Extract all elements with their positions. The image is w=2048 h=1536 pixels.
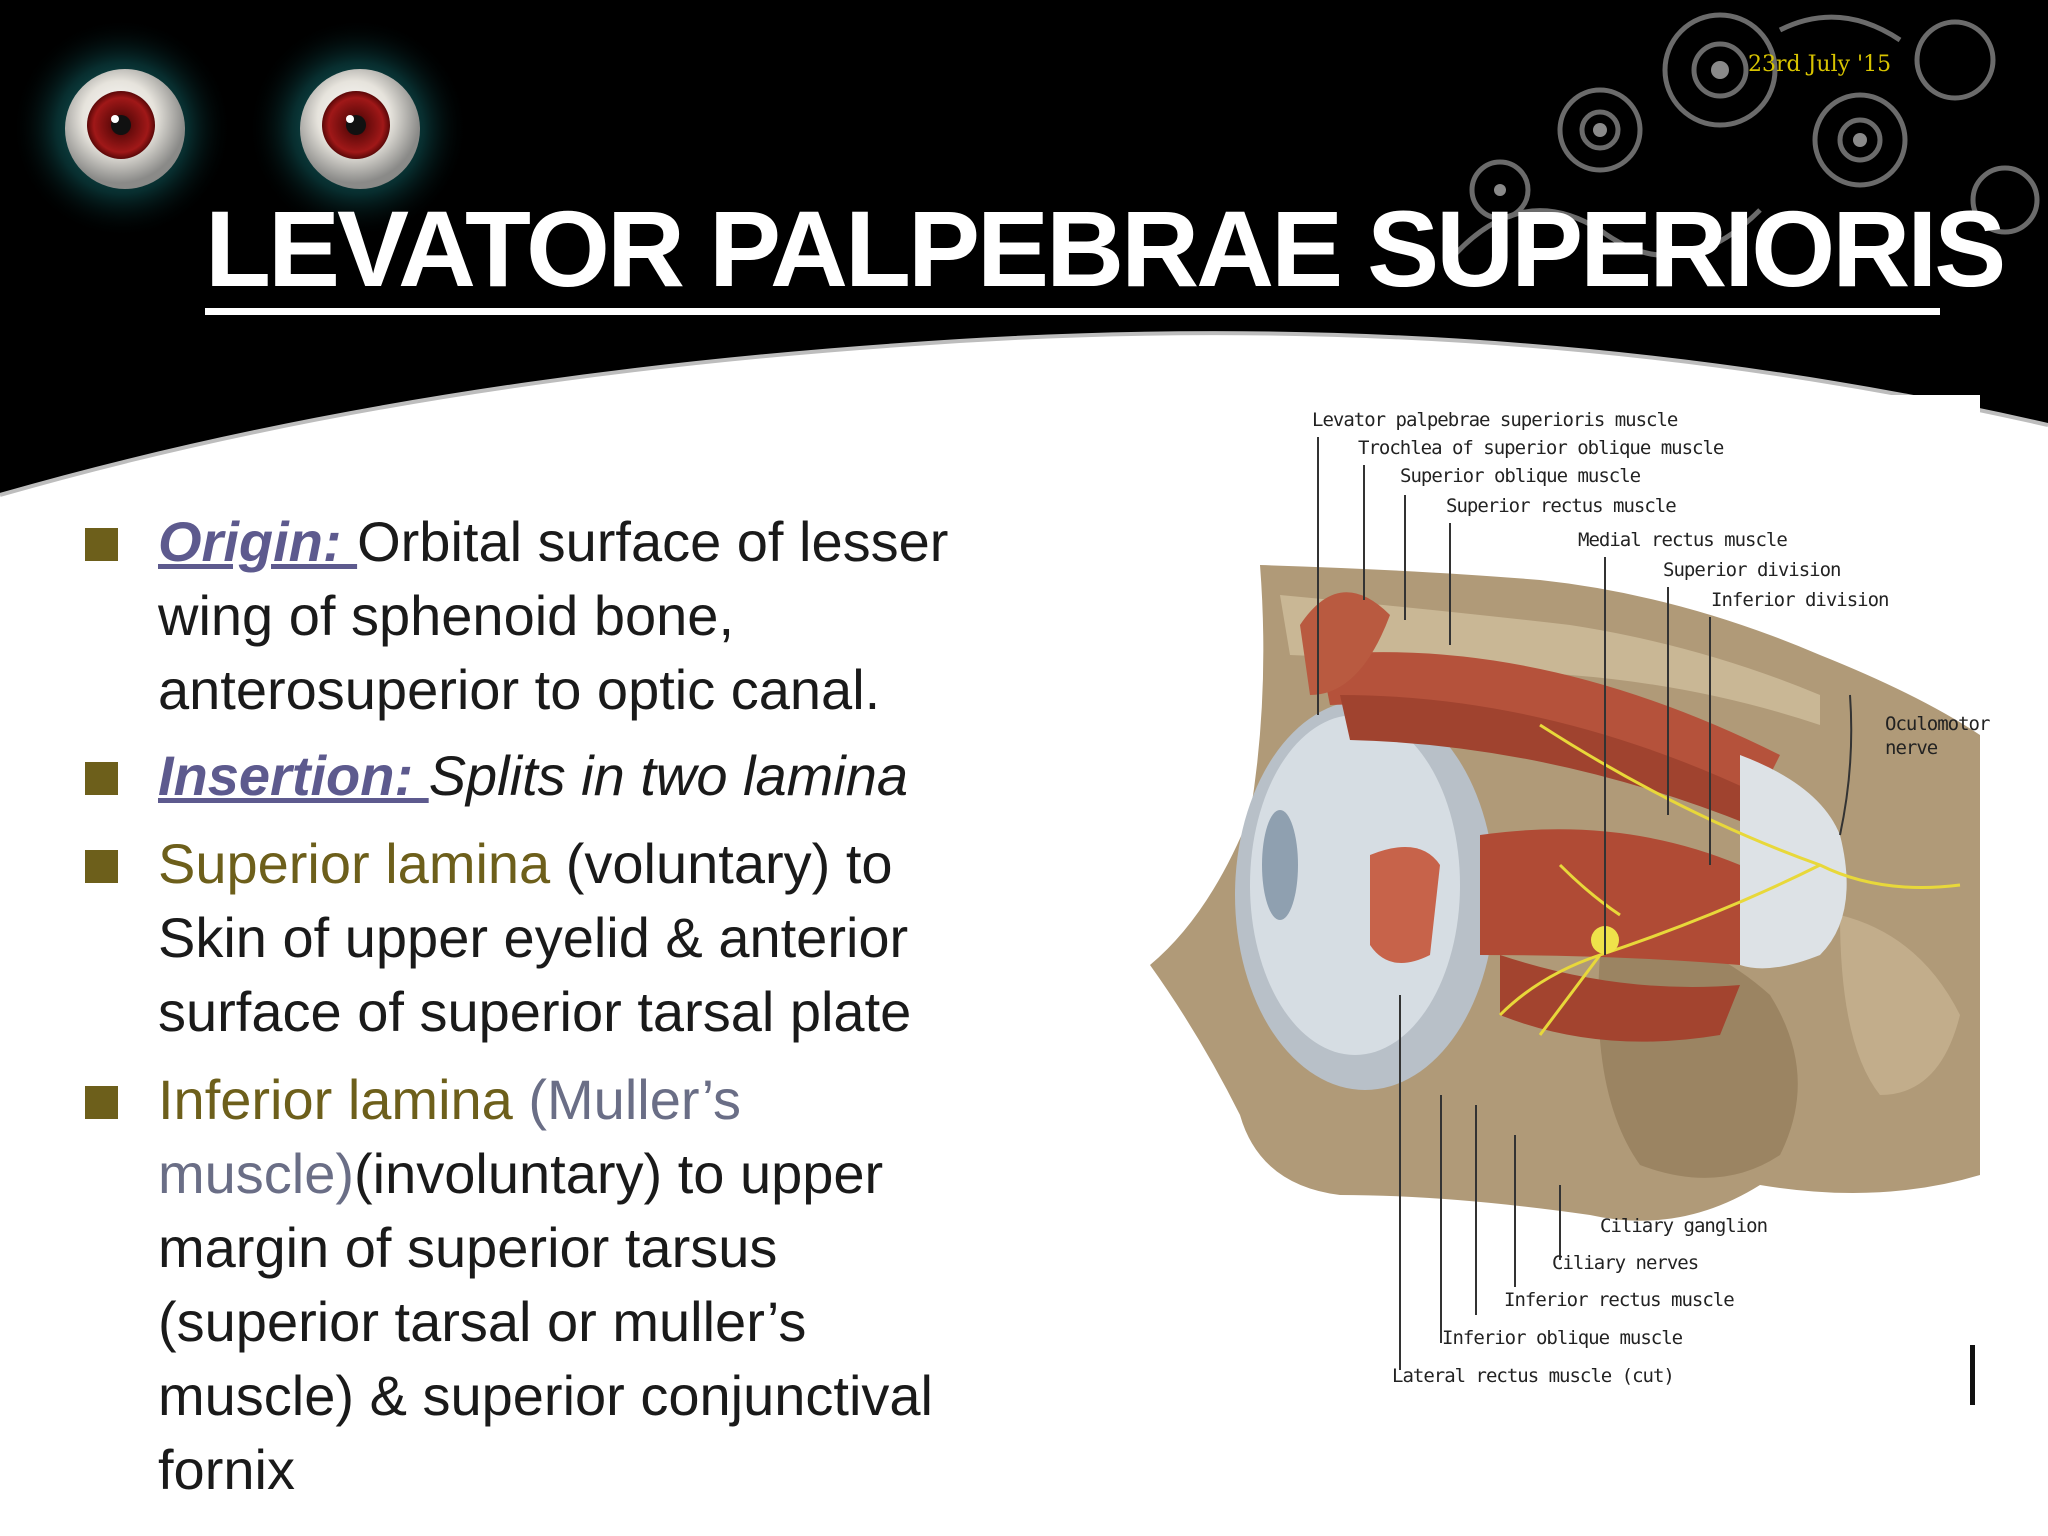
bullet-list: Origin: Orbital surface of lesser wing o…	[80, 505, 1120, 1507]
orbit-illustration	[1150, 437, 1980, 1370]
insertion-label: Insertion:	[158, 744, 429, 807]
bullet-square-icon	[85, 850, 118, 883]
label-inferior-rectus: Inferior rectus muscle	[1504, 1289, 1735, 1311]
bullet-inferior-lamina: Inferior lamina (Muller’s muscle)(involu…	[80, 1063, 1120, 1507]
inferior-lamina-line: muscle) & superior conjunctival	[158, 1364, 933, 1427]
insertion-text: Splits in two lamina	[428, 744, 908, 807]
label-superior-division: Superior division	[1663, 559, 1841, 581]
inferior-lamina-lead: Inferior lamina	[158, 1068, 529, 1131]
eyeball-icon-left	[65, 69, 185, 189]
superior-lamina-line: Skin of upper eyelid & anterior	[158, 906, 909, 969]
origin-line: Orbital surface of lesser	[357, 510, 949, 573]
inferior-lamina-rest: (involuntary) to upper	[354, 1142, 884, 1205]
superior-lamina-line: surface of superior tarsal plate	[158, 980, 912, 1043]
inferior-lamina-line: margin of superior tarsus	[158, 1216, 778, 1279]
eyeball-icon-right	[300, 69, 420, 189]
label-trochlea: Trochlea of superior oblique muscle	[1358, 437, 1724, 459]
label-inferior-division: Inferior division	[1711, 589, 1889, 611]
label-ciliary-nerves: Ciliary nerves	[1552, 1252, 1699, 1274]
bullet-square-icon	[85, 762, 118, 795]
inferior-lamina-line: fornix	[158, 1438, 295, 1501]
bullet-superior-lamina: Superior lamina (voluntary) to Skin of u…	[80, 827, 1120, 1049]
superior-lamina-lead: Superior lamina	[158, 832, 551, 895]
bullet-insertion: Insertion: Splits in two lamina	[80, 739, 1120, 813]
origin-line: anterosuperior to optic canal.	[158, 658, 881, 721]
bullet-square-icon	[85, 528, 118, 561]
label-superior-rectus: Superior rectus muscle	[1446, 495, 1677, 517]
title-underline	[205, 308, 1940, 315]
label-superior-oblique: Superior oblique muscle	[1400, 465, 1641, 487]
origin-line: wing of sphenoid bone,	[158, 584, 734, 647]
label-medial-rectus: Medial rectus muscle	[1578, 529, 1788, 551]
edge-mark	[1970, 1345, 1975, 1405]
inferior-lamina-line: (superior tarsal or muller’s	[158, 1290, 807, 1353]
label-levator: Levator palpebrae superioris muscle	[1312, 409, 1678, 431]
header-band	[0, 0, 2048, 497]
label-oculomotor: Oculomotor	[1885, 713, 1990, 735]
label-nerve: nerve	[1885, 737, 1938, 759]
origin-label: Origin:	[158, 510, 358, 573]
slide-title: LEVATOR PALPEBRAE SUPERIORIS	[205, 188, 2006, 309]
label-inferior-oblique: Inferior oblique muscle	[1442, 1327, 1683, 1349]
label-ciliary-ganglion: Ciliary ganglion	[1600, 1215, 1768, 1237]
mullers-muscle-text: muscle)	[158, 1142, 355, 1205]
mullers-muscle-text: (Muller’s	[528, 1068, 741, 1131]
slide-date: 23rd July '15	[1748, 52, 1892, 77]
orbit-anatomy-figure: Levator palpebrae superioris muscle Troc…	[1120, 395, 1990, 1430]
label-lateral-rectus: Lateral rectus muscle (cut)	[1392, 1365, 1675, 1387]
bullet-square-icon	[85, 1086, 118, 1119]
bullet-origin: Origin: Orbital surface of lesser wing o…	[80, 505, 1120, 727]
superior-lamina-rest: (voluntary) to	[550, 832, 893, 895]
